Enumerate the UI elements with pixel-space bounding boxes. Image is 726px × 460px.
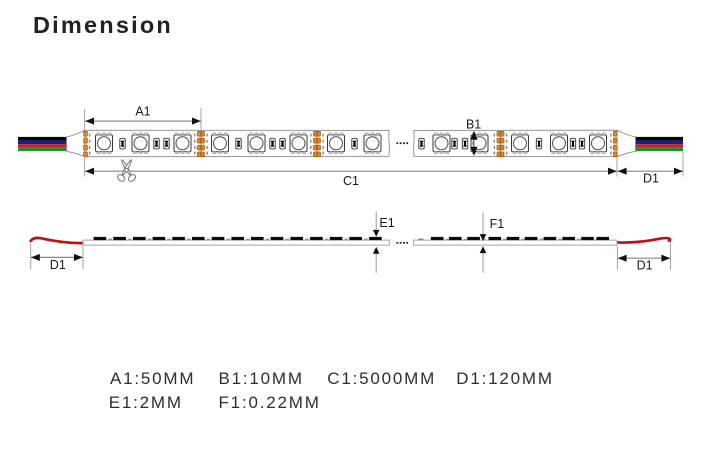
svg-text:B1: B1 — [466, 117, 481, 131]
svg-text:C1: C1 — [343, 174, 359, 188]
svg-text:D1: D1 — [643, 172, 659, 186]
svg-text:A1: A1 — [135, 105, 150, 119]
svg-text:D1: D1 — [637, 259, 653, 273]
svg-text:F1: F1 — [490, 217, 505, 231]
svg-text:E1: E1 — [379, 216, 394, 230]
svg-text:D1: D1 — [50, 258, 66, 272]
